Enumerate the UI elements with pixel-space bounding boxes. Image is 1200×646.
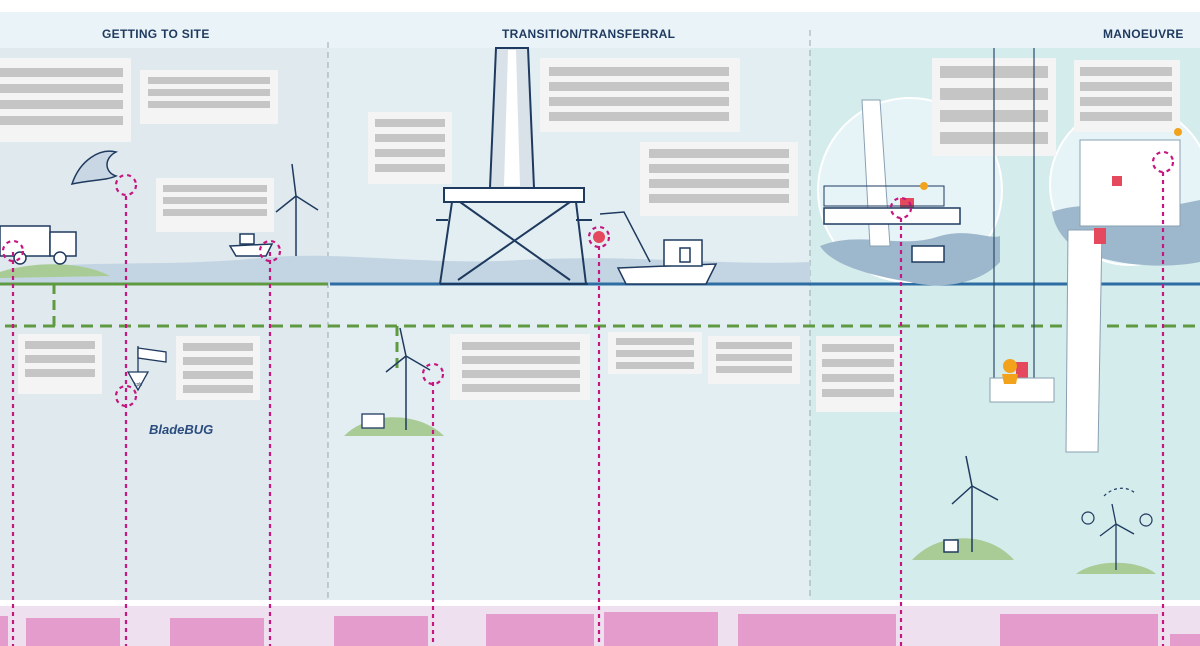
placeholder-text-box — [608, 332, 702, 374]
touchpoint-circle[interactable] — [1, 239, 25, 263]
wave-icon — [70, 150, 119, 185]
phase-title-manoeuvre: MANOEUVRE — [1103, 27, 1184, 41]
bladebug-brand: BladeBUG — [149, 422, 214, 437]
windsock-icon — [126, 346, 167, 392]
worker-icon — [1003, 359, 1017, 373]
jacket-platform-structure — [436, 47, 592, 285]
header-band — [0, 12, 1200, 48]
pink-blocks — [0, 612, 1200, 646]
touchpoint-circle[interactable] — [114, 384, 138, 408]
wind-turbine-icon — [275, 163, 319, 256]
sea-water — [0, 255, 810, 284]
platform-railing — [823, 185, 945, 207]
worker-icon — [1174, 128, 1182, 136]
touchpoint-circle[interactable] — [1151, 150, 1175, 174]
pink-block — [738, 614, 896, 646]
pink-block — [1170, 634, 1200, 646]
touchpoint-circle[interactable] — [421, 362, 445, 386]
placeholder-text-box — [176, 336, 260, 400]
crane-vessel — [599, 211, 718, 285]
access-platform — [823, 207, 961, 225]
work-cradle — [989, 377, 1055, 403]
placeholder-text-box — [640, 142, 798, 216]
touchpoint-circle[interactable] — [114, 173, 138, 197]
sun-icon — [1081, 487, 1153, 527]
pink-block — [170, 618, 264, 646]
phase-title-transition: TRANSITION/TRANSFERRAL — [502, 27, 676, 41]
large-turbine-tower — [900, 48, 1181, 453]
pink-block — [604, 612, 718, 646]
land-hill — [912, 538, 1014, 560]
highlight-dot — [593, 231, 605, 243]
pink-block — [0, 616, 8, 646]
pink-block — [334, 616, 428, 646]
placeholder-text-box — [156, 178, 274, 232]
placeholder-text-box — [0, 58, 131, 142]
truck-icon — [361, 413, 385, 429]
speed-sign-label: kph — [134, 382, 142, 388]
touchpoint-circle[interactable] — [258, 239, 282, 263]
pink-block — [26, 618, 120, 646]
magenta-markers — [1, 150, 1175, 646]
wind-turbine-icon — [943, 455, 999, 553]
wind-turbine-icon — [385, 327, 431, 430]
touchpoint-circle[interactable] — [889, 196, 913, 220]
worker-icon — [920, 182, 928, 190]
placeholder-text-box — [140, 70, 278, 124]
touchpoint-circle[interactable] — [587, 225, 611, 249]
placeholder-text-box — [18, 334, 102, 394]
land-hill — [0, 264, 110, 278]
platform-base — [911, 245, 945, 263]
inset-sea — [820, 233, 1000, 286]
placeholder-text-box — [708, 336, 800, 384]
pink-block — [1000, 614, 1158, 646]
pink-block — [486, 614, 594, 646]
placeholder-text-box — [1074, 60, 1180, 132]
placeholder-text-box — [368, 112, 452, 184]
placeholder-text-box — [450, 334, 590, 400]
wind-turbine-icon — [1099, 503, 1135, 570]
placeholder-text-box — [540, 58, 740, 132]
placeholder-text-box — [816, 336, 900, 412]
phase-title-getting-to-site: GETTING TO SITE — [102, 27, 210, 41]
